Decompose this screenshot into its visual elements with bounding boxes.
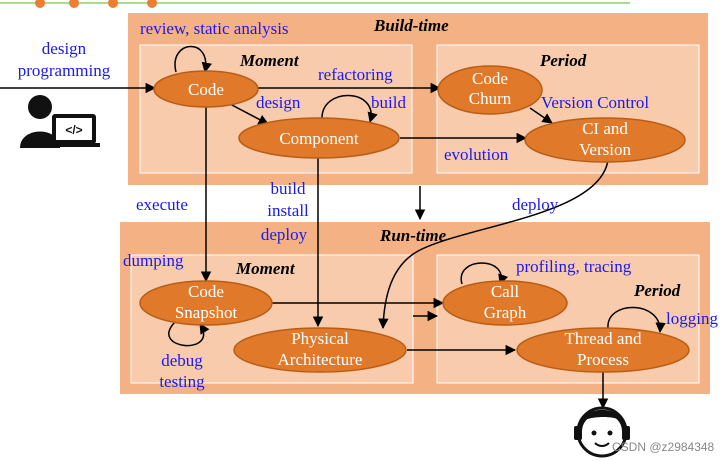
- node-physical-line2: Architecture: [278, 350, 363, 369]
- run-period-title: Period: [633, 281, 681, 300]
- edge-snapshot-selfloop: [168, 321, 210, 347]
- node-code-snapshot-line1: Code: [188, 282, 224, 301]
- build-moment-title: Moment: [239, 51, 300, 70]
- label-design-edge: design: [256, 93, 301, 112]
- node-call-graph: Call Graph: [442, 280, 568, 326]
- label-evolution: evolution: [444, 145, 509, 164]
- build-period-title: Period: [539, 51, 587, 70]
- top-decor-dot: [35, 0, 45, 8]
- support-agent-headset-icon: [574, 406, 630, 458]
- watermark-text: CSDN @z2984348: [612, 440, 715, 454]
- label-programming: programming: [18, 61, 111, 80]
- node-code-churn-line2: Churn: [469, 89, 512, 108]
- label-deploy-1: deploy: [261, 225, 308, 244]
- node-ci-version-line2: Version: [579, 140, 631, 159]
- label-execute: execute: [136, 195, 188, 214]
- edge-ci-to-physical: [378, 159, 609, 330]
- node-code-snapshot-line2: Snapshot: [175, 303, 238, 322]
- node-component: Component: [238, 117, 400, 159]
- node-ci-version: CI and Version: [524, 117, 686, 163]
- node-call-graph-line2: Graph: [484, 303, 527, 322]
- top-decor-dot: [69, 0, 79, 8]
- node-ci-version-line1: CI and: [582, 119, 628, 138]
- node-thread-line2: Process: [577, 350, 629, 369]
- top-decor-dot: [147, 0, 157, 8]
- build-time-title: Build-time: [373, 16, 449, 35]
- node-physical-architecture: Physical Architecture: [233, 327, 407, 373]
- label-logging: logging: [666, 309, 718, 328]
- edge-code-to-component: [229, 103, 269, 125]
- label-build-2: build: [271, 179, 306, 198]
- node-code-label: Code: [188, 80, 224, 99]
- node-call-graph-line1: Call: [491, 282, 520, 301]
- label-build-edge: build: [371, 93, 406, 112]
- label-version-control: Version Control: [541, 93, 649, 112]
- node-code: Code: [153, 70, 259, 108]
- label-testing: testing: [159, 372, 205, 391]
- developer-with-laptop-code-icon: </>: [20, 95, 100, 148]
- node-code-churn-line1: Code: [472, 69, 508, 88]
- label-design: design: [42, 39, 87, 58]
- edge-code-selfloop: [174, 45, 212, 74]
- run-moment-title: Moment: [235, 259, 296, 278]
- node-thread-line1: Thread and: [565, 329, 642, 348]
- label-review-static: review, static analysis: [140, 19, 289, 38]
- label-refactoring: refactoring: [318, 65, 393, 84]
- edge-thread-selfloop: [607, 306, 666, 334]
- label-install: install: [267, 201, 309, 220]
- edge-callgraph-selfloop: [460, 262, 509, 285]
- node-physical-line1: Physical: [291, 329, 349, 348]
- node-component-label: Component: [279, 129, 359, 148]
- label-dumping: dumping: [123, 251, 184, 270]
- run-time-title: Run-time: [379, 226, 447, 245]
- top-decor-dot: [108, 0, 118, 8]
- node-code-churn: Code Churn: [437, 65, 543, 115]
- node-thread-process: Thread and Process: [516, 327, 690, 373]
- label-deploy-2: deploy: [512, 195, 559, 214]
- edge-component-selfloop: [321, 94, 378, 124]
- label-debug: debug: [161, 351, 203, 370]
- svg-text:</>: </>: [65, 123, 82, 137]
- edge-churn-to-ci: [529, 107, 553, 124]
- node-code-snapshot: Code Snapshot: [139, 280, 273, 326]
- label-profiling: profiling, tracing: [516, 257, 632, 276]
